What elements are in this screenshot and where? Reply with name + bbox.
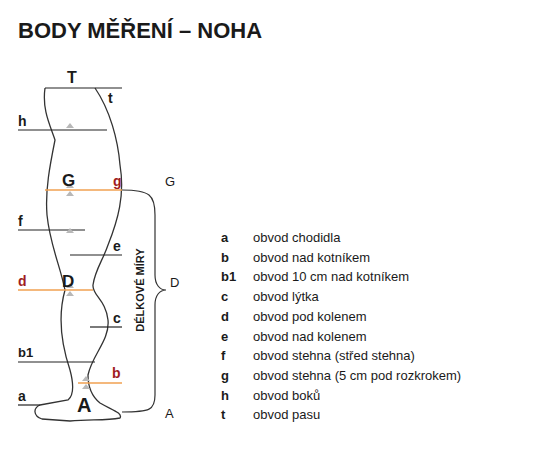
line-letter: t: [108, 91, 113, 105]
line-letter: a: [18, 389, 26, 403]
legend-letter: h: [221, 389, 229, 402]
legend-description: obvod 10 cm nad kotníkem: [253, 270, 409, 283]
level-letter: G: [62, 172, 75, 189]
legend-letter: b1: [221, 270, 236, 283]
line-letter: g: [113, 174, 122, 188]
line-letter: b: [112, 366, 121, 380]
line-letter: c: [113, 311, 121, 325]
legend-description: obvod pod kolenem: [253, 310, 366, 323]
orange-measure-lines: [18, 190, 122, 383]
legend-description: obvod nad kolenem: [253, 330, 366, 343]
legend-description: obvod stehna (střed stehna): [253, 349, 415, 362]
level-letter: D: [62, 273, 74, 290]
level-letter: T: [67, 70, 77, 86]
leg-outline: [35, 88, 122, 421]
legend-description: obvod nad kotníkem: [253, 251, 370, 264]
measure-lines: [18, 88, 122, 405]
line-letter: f: [18, 214, 23, 228]
legend-letter: b: [221, 251, 229, 264]
legend-description: obvod chodidla: [253, 231, 340, 244]
length-letter: G: [165, 175, 175, 188]
level-letter: A: [77, 395, 91, 415]
legend-letter: f: [221, 349, 225, 362]
legend-description: obvod boků: [253, 389, 320, 402]
legend-description: obvod lýtka: [253, 290, 319, 303]
legend-letter: d: [221, 310, 229, 323]
legend-letter: c: [221, 290, 228, 303]
page-title: BODY MĚŘENÍ – NOHA: [18, 20, 262, 42]
line-letter: e: [113, 239, 121, 253]
legend-letter: e: [221, 330, 228, 343]
legend-letter: a: [221, 231, 228, 244]
line-letter: b1: [18, 346, 33, 359]
legend-description: obvod pasu: [253, 408, 320, 421]
length-letter: D: [170, 276, 179, 289]
length-bracket: [122, 190, 166, 412]
level-markers: [66, 123, 90, 389]
length-letter: A: [165, 407, 174, 420]
legend-letter: t: [221, 408, 225, 421]
line-letter: h: [18, 114, 27, 128]
legend-letter: g: [221, 369, 229, 382]
bracket-caption: DÉLKOVÉ MÍRY: [135, 248, 146, 331]
legend-description: obvod stehna (5 cm pod rozkrokem): [253, 369, 461, 382]
line-letter: d: [18, 274, 27, 288]
